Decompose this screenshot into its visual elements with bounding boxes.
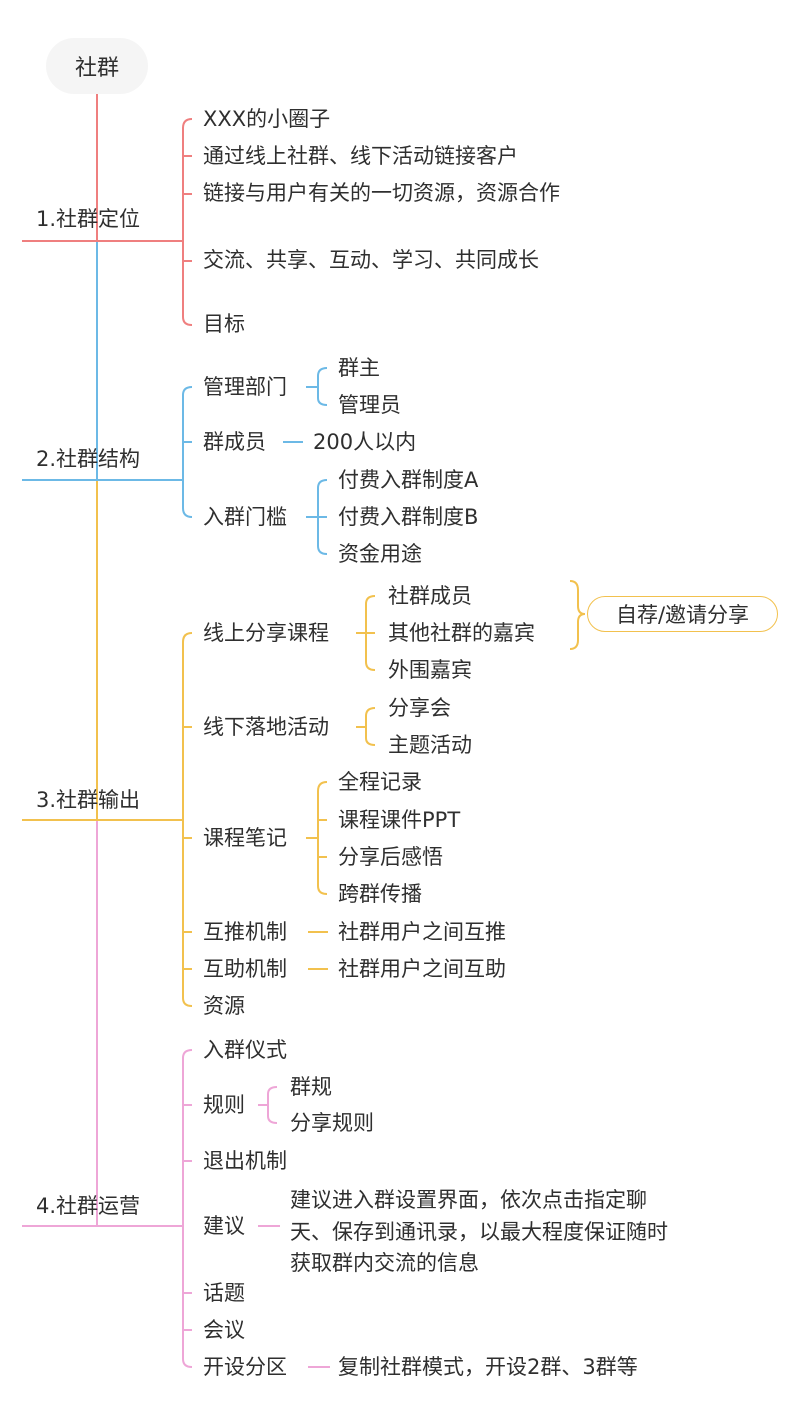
structure-management[interactable]: 管理部门: [203, 375, 287, 399]
branch-operation-lines: [22, 1049, 330, 1368]
output-notes[interactable]: 课程笔记: [203, 826, 287, 850]
branch-output-label[interactable]: 3.社群输出: [36, 788, 141, 812]
branch-operation-label[interactable]: 4.社群运营: [36, 1194, 141, 1218]
branch-positioning-lines: [22, 118, 193, 326]
output-offline[interactable]: 线下落地活动: [203, 715, 329, 739]
operation-ceremony[interactable]: 入群仪式: [203, 1038, 287, 1062]
branch-positioning-label[interactable]: 1.社群定位: [36, 207, 141, 231]
structure-members[interactable]: 群成员: [203, 430, 266, 454]
branch-output-lines: [22, 580, 586, 1007]
output-help[interactable]: 互助机制: [203, 957, 287, 981]
structure-threshold-funds[interactable]: 资金用途: [338, 542, 422, 566]
operation-partition[interactable]: 开设分区: [203, 1355, 287, 1379]
operation-suggestion-detail[interactable]: 建议进入群设置界面，依次点击指定聊天、保存到通讯录，以最大程度保证随时获取群内交…: [290, 1188, 668, 1275]
root-node[interactable]: 社群: [46, 38, 148, 94]
output-online[interactable]: 线上分享课程: [203, 621, 329, 645]
positioning-item-5[interactable]: 目标: [203, 312, 245, 336]
operation-rules-group[interactable]: 群规: [290, 1075, 332, 1099]
positioning-item-1[interactable]: XXX的小圈子: [203, 107, 331, 131]
output-offline-theme[interactable]: 主题活动: [388, 733, 472, 757]
structure-management-admin[interactable]: 管理员: [338, 393, 401, 417]
structure-threshold[interactable]: 入群门槛: [203, 505, 287, 529]
output-online-members[interactable]: 社群成员: [388, 584, 472, 608]
output-notes-spread[interactable]: 跨群传播: [338, 882, 422, 906]
positioning-item-3[interactable]: 链接与用户有关的一切资源，资源合作: [203, 181, 560, 205]
output-recommend-detail[interactable]: 社群用户之间互推: [338, 920, 506, 944]
positioning-item-4[interactable]: 交流、共享、互动、学习、共同成长: [203, 248, 539, 272]
branch-structure-label[interactable]: 2.社群结构: [36, 447, 141, 471]
output-notes-ppt[interactable]: 课程课件PPT: [338, 808, 461, 832]
operation-suggestion[interactable]: 建议: [203, 1214, 245, 1238]
operation-rules[interactable]: 规则: [203, 1093, 245, 1117]
structure-members-limit[interactable]: 200人以内: [313, 430, 417, 454]
structure-threshold-b[interactable]: 付费入群制度B: [338, 505, 479, 529]
operation-topic[interactable]: 话题: [203, 1281, 245, 1305]
output-recommend[interactable]: 互推机制: [203, 920, 287, 944]
operation-exit[interactable]: 退出机制: [203, 1149, 287, 1173]
output-online-summary[interactable]: 自荐/邀请分享: [587, 596, 778, 632]
output-online-guests[interactable]: 其他社群的嘉宾: [388, 621, 535, 645]
positioning-item-2[interactable]: 通过线上社群、线下活动链接客户: [203, 144, 518, 168]
operation-partition-detail[interactable]: 复制社群模式，开设2群、3群等: [338, 1355, 638, 1379]
output-notes-record[interactable]: 全程记录: [338, 770, 422, 794]
structure-management-owner[interactable]: 群主: [338, 356, 380, 380]
output-help-detail[interactable]: 社群用户之间互助: [338, 957, 506, 981]
output-online-outer-guests[interactable]: 外围嘉宾: [388, 658, 472, 682]
output-notes-reflection[interactable]: 分享后感悟: [338, 845, 443, 869]
branch-structure-lines: [22, 367, 328, 555]
operation-meeting[interactable]: 会议: [203, 1318, 245, 1342]
output-offline-share[interactable]: 分享会: [388, 696, 451, 720]
operation-rules-share[interactable]: 分享规则: [290, 1111, 374, 1135]
structure-threshold-a[interactable]: 付费入群制度A: [338, 468, 479, 492]
output-resources[interactable]: 资源: [203, 994, 245, 1018]
